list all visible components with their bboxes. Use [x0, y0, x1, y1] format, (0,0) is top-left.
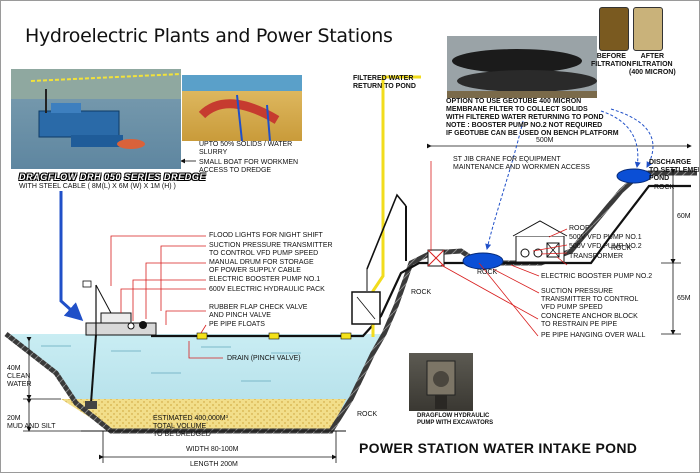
rock-label: ROCK [411, 289, 432, 296]
drum-label: MANUAL DRUM FOR STORAGE OF POWER SUPPLY … [209, 259, 314, 274]
dredge-unit [82, 280, 157, 409]
booster1-label: ELECTRIC BOOSTER PUMP NO.1 [209, 276, 321, 283]
boat-label: SMALL BOAT FOR WORKMEN ACCESS TO DREDGE [199, 159, 299, 174]
valve-label: RUBBER FLAP CHECK VALVE AND PINCH VALVE [209, 304, 308, 319]
pipe-float [340, 332, 352, 340]
rock-label: ROCK [477, 269, 498, 276]
dredge-cable-label: WITH STEEL CABLE ( 8M(L) X 6M (W) X 1M (… [19, 183, 176, 190]
vfd1-label: 500V VFD PUMP NO.1 [569, 234, 642, 241]
hydraulic-label: 600V ELECTRIC HYDRAULIC PACK [209, 286, 325, 293]
crane-label: ST JIB CRANE FOR EQUIPMENT MAINTENANCE A… [453, 156, 590, 171]
flood-lights-label: FLOOD LIGHTS FOR NIGHT SHIFT [209, 232, 323, 239]
anchor-label: CONCRETE ANCHOR BLOCK TO RESTRAIN PE PIP… [541, 313, 638, 328]
mud-layer [61, 399, 346, 431]
transformer-label: TRANSFORMER [569, 253, 624, 260]
geotube [616, 168, 652, 184]
suction1-label: SUCTION PRESSURE TRANSMITTER TO CONTROL … [209, 242, 333, 257]
before-filtration-label: BEFORE FILTRATION [591, 53, 632, 68]
anchor-block [427, 249, 445, 267]
excavator-photo [409, 353, 473, 411]
booster2-label: ELECTRIC BOOSTER PUMP NO.2 [541, 273, 653, 280]
pipe-float [268, 332, 280, 340]
dim-width-label: WIDTH 80-100M [186, 446, 239, 453]
after-filtration-label: AFTER FILTRATION (400 MICRON) [629, 53, 676, 76]
suction2-label: SUCTION PRESSURE TRANSMITTER TO CONTROL … [541, 288, 639, 311]
rock-label: ROCK [654, 184, 675, 191]
dim-20m-label: 20M MUD AND SILT [7, 415, 56, 430]
vfd2-label: 500V VFD PUMP NO.2 [569, 243, 642, 250]
pond-outline [4, 250, 433, 434]
volume-label: ESTIMATED 400,000M³ TOTAL VOLUME TO BE D… [153, 415, 228, 438]
geotube [462, 252, 504, 270]
geotube-photo [447, 36, 597, 98]
dim-60m-label: 60M [677, 213, 691, 220]
discharge-label: DISCHARGE TO SETTLEMENT POND [649, 159, 699, 182]
roof-label: ROOF [569, 225, 590, 232]
after-jar [633, 7, 663, 51]
hanging-pipe-label: PE PIPE HANGING OVER WALL [541, 332, 646, 339]
slurry-photo [182, 75, 302, 141]
jib-crane [351, 193, 407, 325]
page-title: Hydroelectric Plants and Power Stations [25, 25, 393, 47]
geotube-note: OPTION TO USE GEOTUBE 400 MICRON MEMBRAN… [446, 98, 619, 137]
pipe-float [196, 332, 208, 340]
dim-length-label: LENGTH 200M [190, 461, 238, 468]
dredge-arrow [59, 191, 84, 322]
pond-title: POWER STATION WATER INTAKE POND [359, 440, 638, 456]
dim-40m-label: 40M CLEAN WATER [7, 365, 32, 388]
rock-label: ROCK [357, 411, 378, 418]
drain-label: DRAIN (PINCH VALVE) [227, 355, 301, 362]
rock-label: ROCK [611, 245, 632, 252]
before-jar [599, 7, 629, 51]
slurry-label: UPTO 50% SOLIDS / WATER SLURRY [199, 141, 293, 156]
floats-label: PE PIPE FLOATS [209, 321, 265, 328]
filtered-water-label: FILTERED WATER RETURN TO POND [353, 75, 416, 90]
dredge-photo [11, 69, 181, 169]
dim-500m-label: 500M [536, 137, 554, 144]
dredge-name: DRAGFLOW DRH 050 SERIES DREDGE [19, 172, 207, 182]
dim-65m-label: 65M [677, 295, 691, 302]
pump-house [512, 220, 568, 263]
excavator-label: DRAGFLOW HYDRAULIC PUMP WITH EXCAVATORS [417, 413, 494, 426]
